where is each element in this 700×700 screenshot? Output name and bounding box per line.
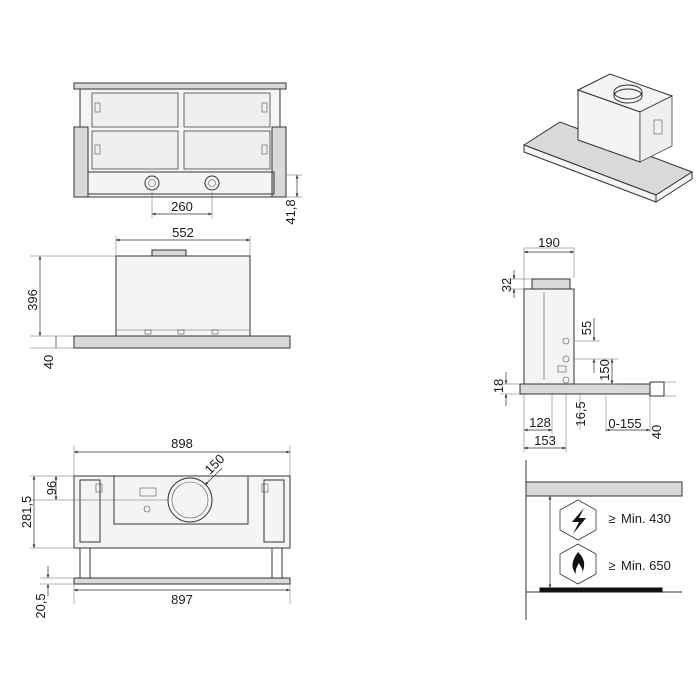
electric-distance: Min. 430	[621, 511, 671, 526]
isometric-view	[522, 73, 694, 203]
ge-symbol: ≥	[608, 511, 615, 526]
filter-panel	[183, 130, 271, 170]
dimension-label: 20,5	[33, 593, 48, 618]
dimension-label: 16,5	[573, 401, 588, 426]
dimension-label: 396	[25, 289, 40, 311]
dimension-label: 40	[649, 425, 664, 439]
dimension-label: 552	[172, 225, 194, 240]
dimension-label: 128	[529, 415, 551, 430]
lightning-bolt-icon	[572, 508, 586, 534]
flame-icon	[572, 552, 585, 574]
dimension-label: 96	[44, 481, 59, 495]
gas-distance: Min. 650	[621, 558, 671, 573]
installation-diagram: ≥ Min. 430 ≥ Min. 650	[525, 460, 683, 620]
control-knob	[204, 175, 220, 191]
dimension-label: 150	[597, 359, 612, 381]
dimension-label: 40	[41, 355, 56, 369]
dimension-label: 281,5	[19, 496, 34, 529]
dimension-label: 897	[171, 592, 193, 607]
dimension-label: 898	[171, 436, 193, 451]
dimension-label: 18	[491, 379, 506, 393]
dimension-label: 55	[579, 321, 594, 335]
hood-cabinet	[525, 481, 683, 497]
filter-panel	[91, 92, 179, 128]
dimension-label: 190	[538, 235, 560, 250]
pull-out-front	[649, 381, 665, 397]
side-view: 552 396 40	[25, 225, 291, 369]
dimension-label: 41,8	[283, 199, 298, 224]
top-view: 898 150 96 281,5 897 20,5	[19, 436, 291, 619]
section-view: 190 32 55 150 18 128 16,5 1	[491, 235, 676, 452]
front-view: 260 41,8	[73, 82, 302, 225]
filter-panel	[91, 130, 179, 170]
cooktop	[539, 587, 663, 593]
control-knob	[144, 175, 160, 191]
dimension-label: 32	[499, 278, 514, 292]
dimension-label: 260	[171, 199, 193, 214]
filter-panel	[183, 92, 271, 128]
ge-symbol: ≥	[608, 558, 615, 573]
dimension-label: 153	[534, 433, 556, 448]
dimension-label: 0-155	[608, 416, 641, 431]
dimension-label: 150	[202, 451, 228, 477]
